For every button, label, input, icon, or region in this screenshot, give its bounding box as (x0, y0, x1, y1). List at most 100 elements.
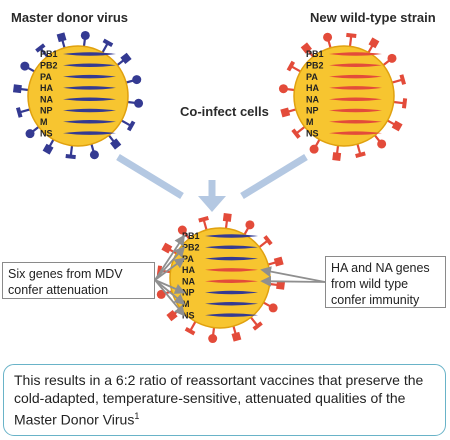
segment-label: PB1 (182, 231, 200, 241)
spike-head (126, 120, 136, 132)
segment-label: NP (306, 106, 319, 116)
spike-head (401, 98, 408, 109)
summary-text: This results in a 6:2 ratio of reassorta… (14, 372, 424, 428)
gene-segment-pb2 (63, 63, 116, 68)
gene-segment-ha (205, 268, 258, 272)
pointer-arrow (260, 275, 326, 287)
gene-segment-m (329, 120, 382, 124)
spike-head (291, 128, 301, 139)
gene-segment-ns (329, 131, 382, 135)
segment-label: HA (40, 83, 53, 93)
gene-segment-pa (205, 256, 258, 261)
spike-head (184, 326, 196, 336)
spike-head (280, 107, 291, 118)
spike-head (12, 84, 22, 94)
spike-head (80, 30, 90, 40)
gene-segment-na (329, 97, 382, 101)
segment-label: PB2 (306, 61, 324, 71)
gene-segment-ns (205, 313, 258, 317)
gene-segment-pb2 (205, 245, 258, 250)
gene-segment-na (63, 97, 116, 101)
segment-label: NA (40, 94, 53, 104)
gene-segment-pa (63, 74, 116, 79)
segment-label: NS (182, 310, 195, 320)
segment-label: NA (306, 94, 319, 104)
spike-head (161, 242, 173, 254)
spike-head (278, 84, 288, 94)
spike-head (399, 74, 407, 85)
spike-head (252, 321, 263, 331)
spike-head (208, 334, 218, 344)
segment-label: M (306, 117, 314, 127)
gene-segment-ns (63, 131, 116, 135)
spike-head (263, 235, 273, 246)
spike-head (231, 331, 242, 342)
segment-label: HA (306, 83, 319, 93)
spike-head (355, 151, 366, 159)
pointer-arrow (154, 234, 185, 281)
spike-head (65, 153, 76, 160)
wild-type-strain-title: New wild-type strain (310, 10, 436, 25)
gene-segment-m (205, 302, 258, 306)
pointer-arrow (154, 279, 186, 305)
spike-head (198, 215, 209, 223)
segment-label: NP (40, 106, 53, 116)
summary-footnote-mark: 1 (134, 411, 140, 421)
segment-label: NS (40, 128, 53, 138)
segment-label: PB1 (306, 49, 324, 59)
spike-head (15, 107, 23, 118)
spike-head (56, 32, 67, 43)
segment-label: PB2 (182, 243, 200, 253)
spike-head (156, 289, 166, 299)
segment-label: HA (182, 265, 195, 275)
spike-head (368, 37, 380, 49)
spike-head (120, 52, 132, 64)
pointer-arrow (154, 279, 186, 317)
spike-head (132, 75, 142, 85)
pointer-arrow (154, 245, 186, 281)
spike-head (35, 43, 46, 53)
segment-label: NA (182, 276, 195, 286)
gene-segment-ha (63, 86, 116, 90)
spike-head (387, 53, 397, 63)
gene-segment-pb1 (63, 52, 116, 56)
spike-head (300, 42, 312, 54)
segment-label: NS (306, 128, 319, 138)
master-donor-virus-title: Master donor virus (11, 10, 129, 25)
gene-segment-pb2 (329, 63, 382, 68)
spike-head (309, 144, 319, 154)
spike-head (276, 280, 286, 290)
segment-label: PA (182, 254, 194, 264)
segment-label: PA (40, 72, 52, 82)
spike-head (268, 303, 278, 313)
summary-box: This results in a 6:2 ratio of reassorta… (3, 364, 446, 436)
spike-head (245, 220, 255, 230)
spike-head (332, 152, 342, 162)
ha-na-genes-callout: HA and NA genes from wild type confer im… (325, 256, 446, 308)
segment-label: M (182, 299, 190, 309)
combine-arrow (116, 154, 308, 212)
gene-segment-np (205, 290, 258, 295)
gene-segment-ha (329, 86, 382, 90)
spike-head (89, 150, 99, 160)
gene-segment-m (63, 120, 116, 124)
segment-label: PB1 (40, 49, 58, 59)
gene-segment-pb1 (205, 234, 258, 238)
spike-head (391, 120, 403, 132)
gene-segment-na (205, 279, 258, 283)
spike-head (102, 38, 114, 48)
six-genes-callout: Six genes from MDV confer attenuation (2, 262, 155, 299)
gene-pointer-arrows (154, 234, 326, 317)
co-infect-cells-label: Co-infect cells (180, 104, 269, 119)
segment-label: PA (306, 72, 318, 82)
spike-head (273, 256, 284, 267)
spike-head (134, 98, 144, 108)
pointer-arrow (154, 279, 186, 294)
spike-head (222, 212, 232, 222)
gene-segment-pa (329, 74, 382, 79)
spike-head (110, 138, 122, 150)
spike-head (286, 60, 296, 72)
pointer-arrow (260, 266, 326, 283)
